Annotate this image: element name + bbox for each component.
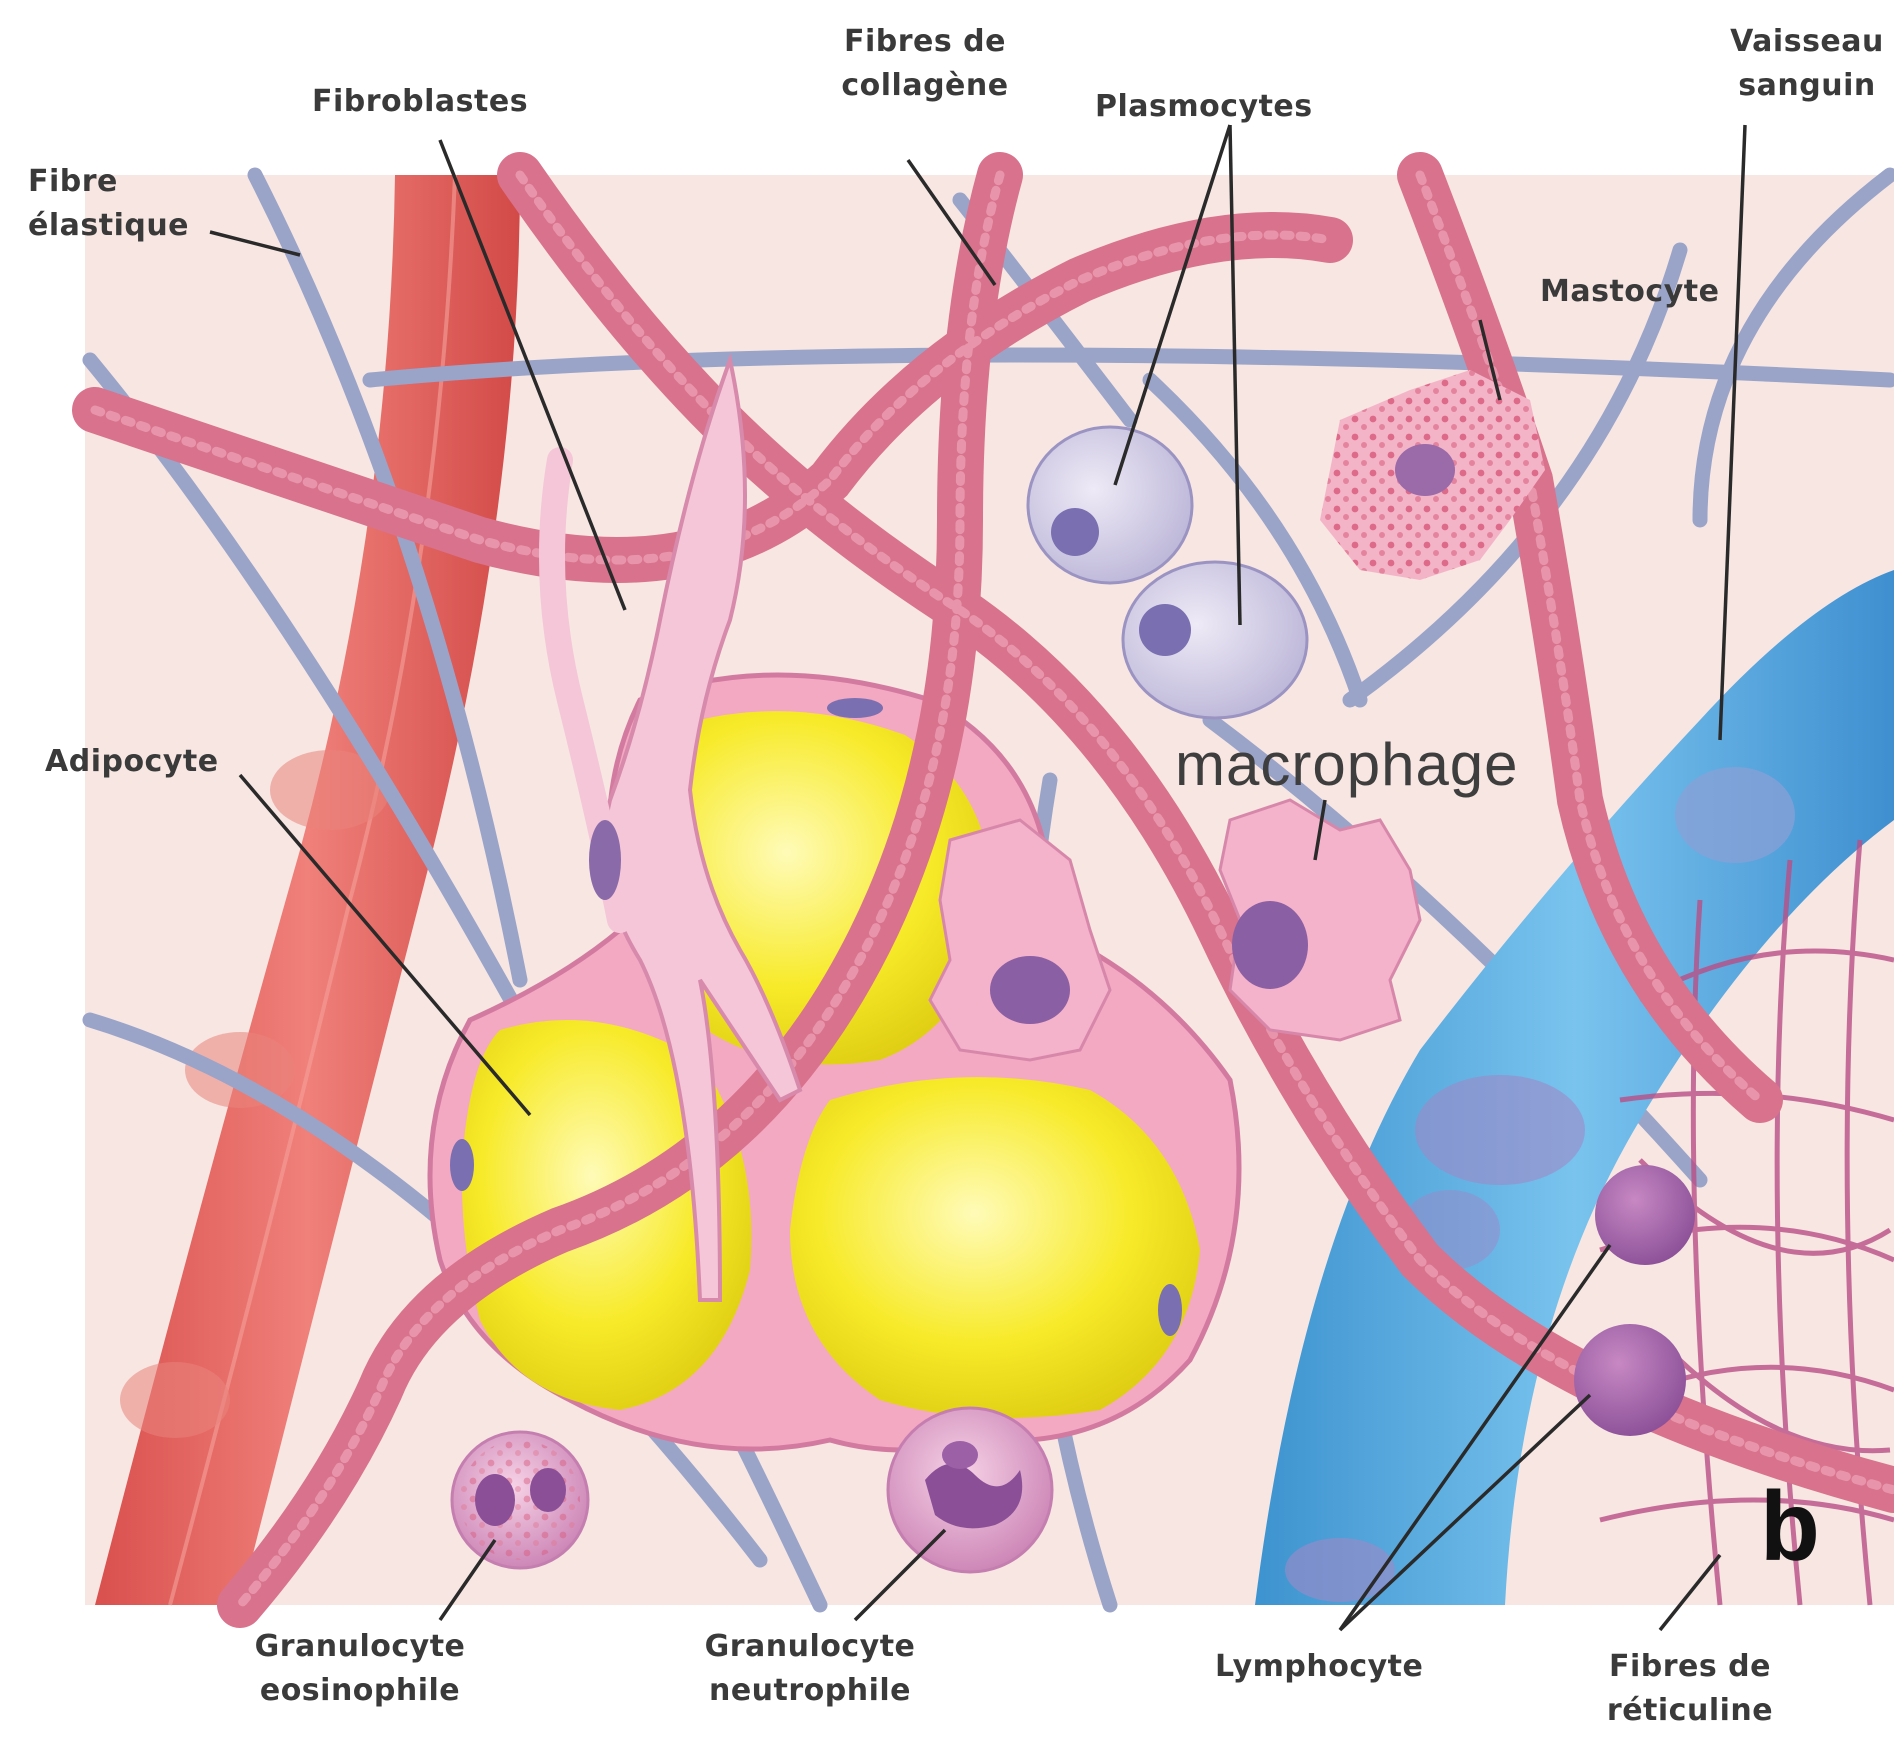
label-fibroblastes: Fibroblastes xyxy=(312,80,528,124)
label-granulocyte-neutrophile: Granulocyte neutrophile xyxy=(700,1625,920,1712)
label-granulocyte-neutrophile-line1: Granulocyte xyxy=(700,1625,920,1669)
label-fibres-collagene-line1: Fibres de xyxy=(825,20,1025,64)
label-granulocyte-eosinophile-line2: eosinophile xyxy=(250,1669,470,1713)
label-fibres-reticuline-line1: Fibres de xyxy=(1590,1645,1790,1689)
label-plasmocytes: Plasmocytes xyxy=(1095,85,1313,129)
label-adipocyte: Adipocyte xyxy=(45,740,219,784)
label-vaisseau-sanguin: Vaisseau sanguin xyxy=(1720,20,1894,107)
label-fibres-collagene-line2: collagène xyxy=(825,64,1025,108)
label-vaisseau-sanguin-line2: sanguin xyxy=(1720,64,1894,108)
label-fibres-collagene: Fibres de collagène xyxy=(825,20,1025,107)
label-granulocyte-eosinophile: Granulocyte eosinophile xyxy=(250,1625,470,1712)
label-lymphocyte: Lymphocyte xyxy=(1215,1645,1423,1689)
label-granulocyte-eosinophile-line1: Granulocyte xyxy=(250,1625,470,1669)
label-fibre-elastique-line1: Fibre xyxy=(28,160,189,204)
granulocyte-eosinophil xyxy=(452,1432,588,1568)
label-vaisseau-sanguin-line1: Vaisseau xyxy=(1720,20,1894,64)
label-mastocyte: Mastocyte xyxy=(1540,270,1719,314)
panel-letter: b xyxy=(1760,1470,1820,1583)
label-macrophage: macrophage xyxy=(1175,730,1519,799)
label-fibres-reticuline: Fibres de réticuline xyxy=(1590,1645,1790,1732)
label-fibre-elastique-line2: élastique xyxy=(28,204,189,248)
label-granulocyte-neutrophile-line2: neutrophile xyxy=(700,1669,920,1713)
label-fibres-reticuline-line2: réticuline xyxy=(1590,1689,1790,1733)
granulocyte-neutrophil xyxy=(888,1408,1052,1572)
label-fibre-elastique: Fibre élastique xyxy=(28,160,189,247)
